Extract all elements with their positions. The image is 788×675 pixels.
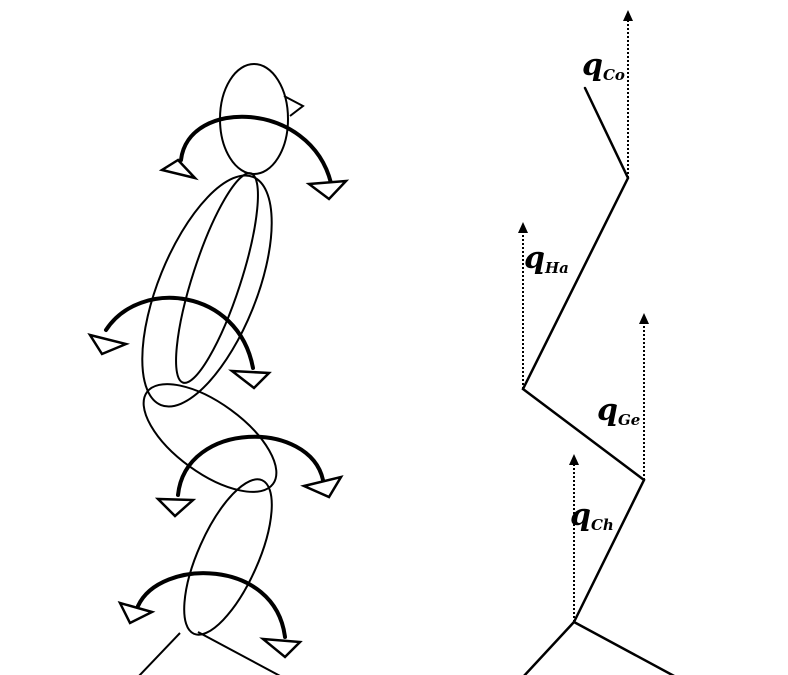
neck-inner-outline: [175, 172, 259, 384]
body-rotation-arrow: [154, 434, 344, 518]
leg-rotation-arrowhead-left: [117, 601, 156, 625]
neck-rotation-arrowhead-left: [87, 333, 130, 356]
neck-segment: [141, 172, 273, 408]
angle-label-ha: qHa: [524, 241, 569, 277]
head-rotation-arrowhead-left: [158, 158, 199, 181]
neck-rotation-arc: [104, 296, 255, 370]
angle-symbol: q: [582, 48, 603, 83]
angle-symbol: q: [597, 393, 618, 428]
stick-schematic: qCo qHa qGe qCh: [518, 10, 675, 675]
angle-label-ch: qCh: [570, 498, 614, 534]
vertical-arrowhead-ge: [639, 313, 649, 324]
leg-rotation-arrow: [117, 571, 303, 659]
head-rotation-arrow: [158, 114, 350, 201]
vertical-reference-ha: [518, 222, 528, 389]
base-right-line: [572, 620, 675, 675]
angle-subscript: Co: [603, 66, 625, 84]
vertical-arrowhead-ch: [569, 454, 579, 465]
head-rotation-arrowhead-right: [305, 179, 350, 201]
vertical-arrowhead-co: [623, 10, 633, 21]
angle-symbol: q: [570, 498, 591, 533]
vertical-arrowhead-ha: [518, 222, 528, 233]
angle-subscript: Ha: [544, 259, 569, 277]
angle-subscript: Ch: [591, 516, 614, 534]
body-rotation-arrowhead-left: [154, 497, 197, 518]
body-rotation-arrowhead-right: [300, 475, 344, 499]
angle-label-ge: qGe: [597, 393, 640, 429]
body-rotation-arc: [176, 434, 325, 497]
vertical-reference-ge: [639, 313, 649, 480]
neck-rotation-arrowhead-right: [228, 369, 272, 390]
leg-rotation-arrowhead-right: [259, 637, 303, 659]
bird-body-drawing: [87, 63, 350, 675]
leg-rotation-arc: [136, 571, 287, 639]
angle-label-co: qCo: [582, 48, 625, 84]
vertical-reference-ch: [569, 454, 579, 622]
leg-segment: [183, 478, 273, 636]
head-rotation-arc: [179, 114, 333, 185]
angle-symbol: q: [524, 241, 545, 276]
right-leg-line: [197, 631, 281, 675]
neck-outer-outline: [141, 174, 273, 408]
neck-rotation-arrow: [87, 296, 272, 390]
angle-subscript: Ge: [618, 411, 640, 429]
base-left-line: [523, 620, 576, 675]
left-leg-line: [138, 632, 181, 675]
beak: [283, 95, 305, 117]
segment-chain: [521, 86, 646, 624]
vertical-reference-co: [623, 10, 633, 178]
